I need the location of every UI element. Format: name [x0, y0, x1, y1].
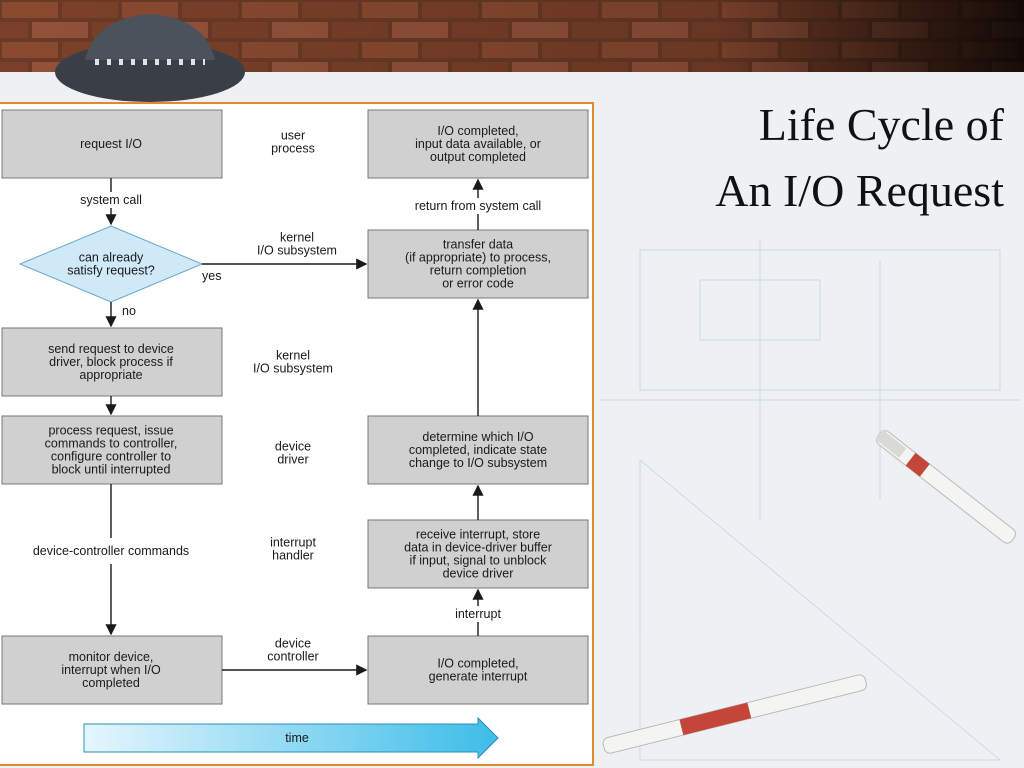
- label-io-completed-top-line: output completed: [430, 150, 526, 164]
- label-send-request-line: driver, block process if: [49, 355, 173, 369]
- label-io-completed-bottom-line: I/O completed,: [437, 657, 518, 671]
- box-request-io: [1, 109, 223, 179]
- label-decision-line: can already: [79, 251, 144, 265]
- label-transfer-data-line: return completion: [430, 264, 527, 278]
- label-receive-interrupt-line: data in device-driver buffer: [404, 541, 552, 555]
- box-determine-which: [367, 415, 589, 485]
- label-determine-which-line: completed, indicate state: [409, 443, 547, 457]
- label-receive-interrupt-line: if input, signal to unblock: [410, 554, 548, 568]
- label-device-controller-commands: device-controller commands: [33, 544, 189, 558]
- label-device-driver-line: driver: [277, 453, 308, 467]
- label-determine-which-line: change to I/O subsystem: [409, 456, 547, 470]
- label-user-process-line: process: [271, 142, 315, 156]
- box-send-request: [1, 327, 223, 397]
- label-kernel-io-1-line: I/O subsystem: [257, 244, 337, 258]
- label-io-completed-bottom-line: generate interrupt: [429, 670, 528, 684]
- label-determine-which-line: determine which I/O: [422, 430, 533, 444]
- box-io-completed-bottom: [367, 635, 589, 705]
- label-process-request-line: commands to controller,: [45, 437, 178, 451]
- slide-title-line-2: An I/O Request: [715, 165, 1004, 216]
- box-transfer-data: [367, 229, 589, 299]
- label-interrupt-handler-line: handler: [272, 549, 314, 563]
- box-monitor-device: [1, 635, 223, 705]
- label-process-request-line: configure controller to: [51, 450, 171, 464]
- label-monitor-device-line: monitor device,: [69, 650, 154, 664]
- slide-title-line-1: Life Cycle of: [758, 99, 1004, 150]
- label-kernel-io-2-line: I/O subsystem: [253, 362, 333, 376]
- label-send-request-line: send request to device: [48, 342, 174, 356]
- label-yes: yes: [202, 269, 221, 283]
- time-label: time: [285, 731, 309, 745]
- label-transfer-data-line: transfer data: [443, 238, 513, 252]
- label-device-controller-line: controller: [267, 650, 318, 664]
- label-transfer-data: transfer data(if appropriate) to process…: [405, 238, 551, 291]
- box-receive-interrupt: [367, 519, 589, 589]
- label-interrupt-handler-line: interrupt: [270, 536, 316, 550]
- label-return-from-system-call: return from system call: [415, 199, 541, 213]
- label-no: no: [122, 304, 136, 318]
- label-kernel-io-2-line: kernel: [276, 349, 310, 363]
- time-arrow: [83, 716, 499, 760]
- label-device-controller-line: device: [275, 637, 311, 651]
- label-device-driver-line: device: [275, 440, 311, 454]
- label-io-completed-top-line: input data available, or: [415, 137, 541, 151]
- label-io-completed-top-line: I/O completed,: [437, 124, 518, 138]
- label-decision-line: satisfy request?: [67, 264, 155, 278]
- label-monitor-device-line: interrupt when I/O: [61, 663, 161, 677]
- label-request-io: request I/O: [80, 137, 142, 151]
- box-process-request: [1, 415, 223, 485]
- label-transfer-data-line: or error code: [442, 277, 514, 291]
- label-kernel-io-1-line: kernel: [280, 231, 314, 245]
- label-send-request-line: appropriate: [79, 368, 142, 382]
- label-receive-interrupt-line: device driver: [443, 567, 514, 581]
- label-process-request-line: process request, issue: [48, 424, 173, 438]
- label-io-completed-bottom: I/O completed,generate interrupt: [429, 657, 528, 684]
- label-receive-interrupt-line: receive interrupt, store: [416, 528, 540, 542]
- io-lifecycle-flowchart: time request I/O system call yes no devi…: [1, 109, 589, 760]
- label-monitor-device-line: completed: [82, 676, 140, 690]
- label-transfer-data-line: (if appropriate) to process,: [405, 251, 551, 265]
- label-system-call: system call: [80, 193, 142, 207]
- label-interrupt: interrupt: [455, 607, 501, 621]
- label-user-process-line: user: [281, 129, 305, 143]
- label-process-request-line: block until interrupted: [52, 463, 171, 477]
- box-io-completed-top: [367, 109, 589, 179]
